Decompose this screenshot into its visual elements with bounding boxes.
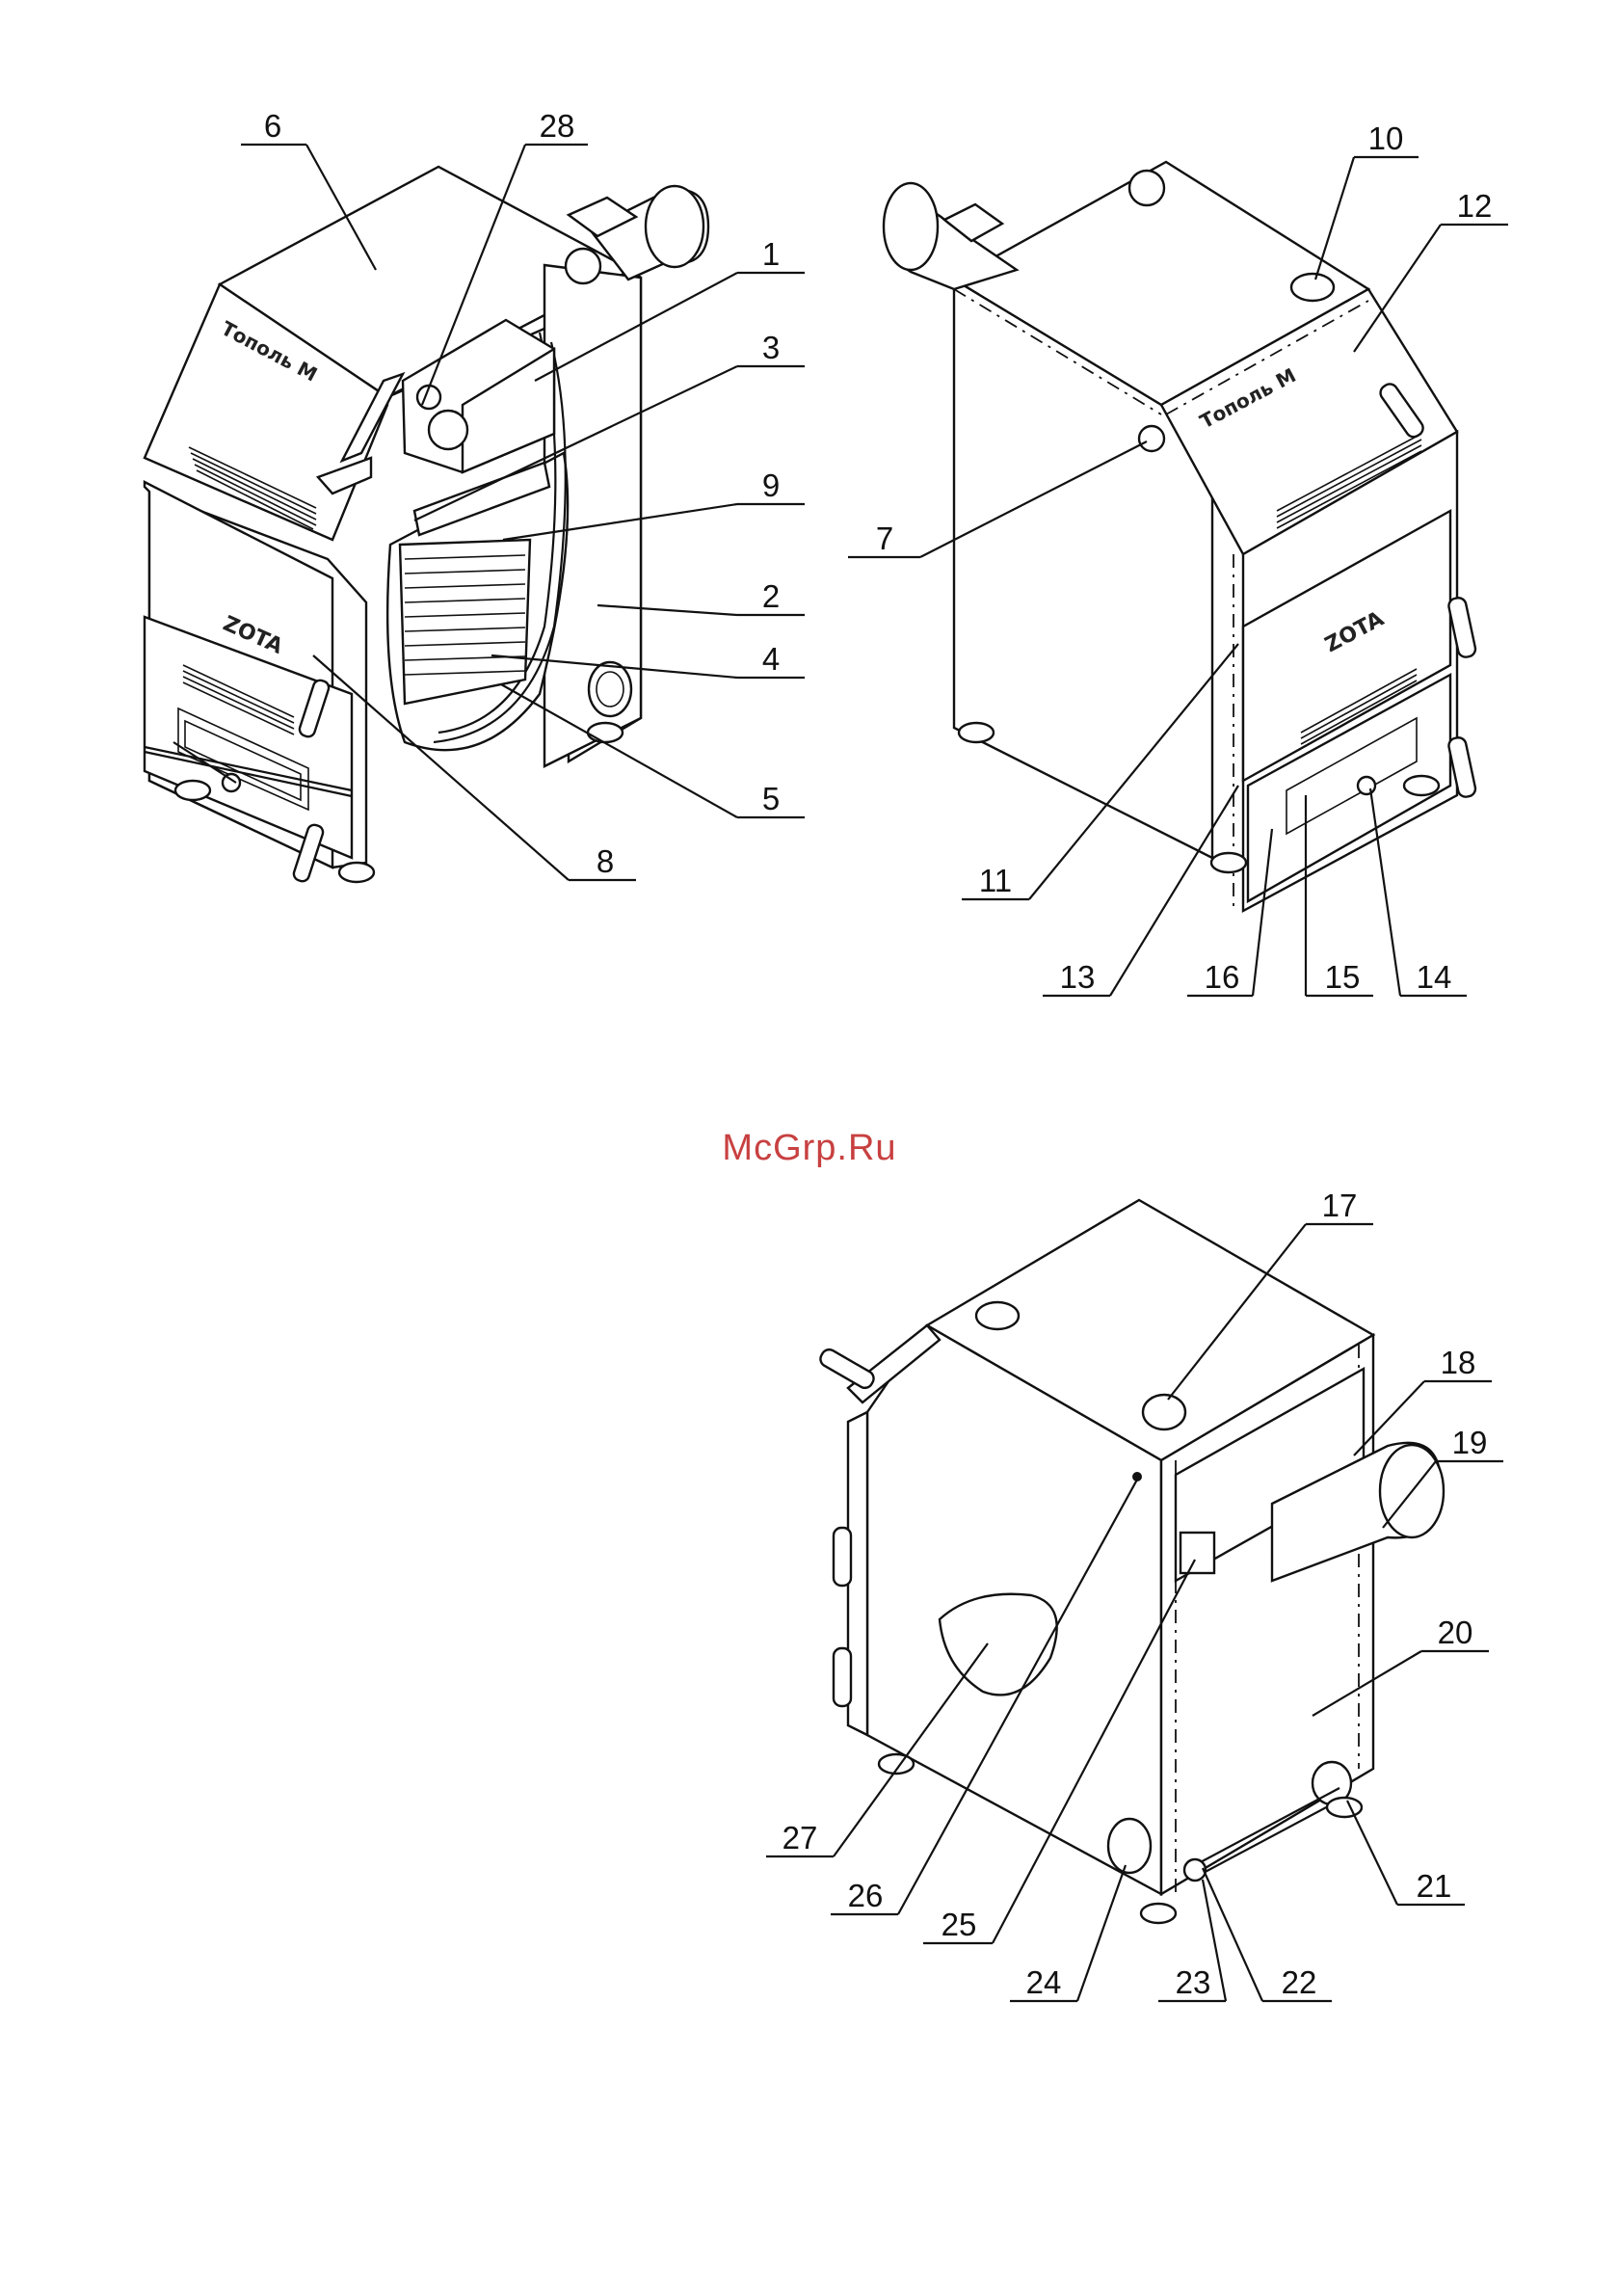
callout-number-6: 6 bbox=[264, 108, 281, 144]
callout-number-19: 19 bbox=[1452, 1425, 1488, 1460]
callout-number-22: 22 bbox=[1282, 1964, 1317, 2000]
socket-7 bbox=[1139, 426, 1164, 451]
callout-number-11: 11 bbox=[979, 863, 1012, 898]
callout-number-8: 8 bbox=[597, 843, 614, 879]
callout-number-16: 16 bbox=[1205, 959, 1240, 995]
callout-leader bbox=[1077, 1865, 1126, 2001]
callout-leader bbox=[1315, 157, 1354, 280]
watermark: McGrp.Ru bbox=[722, 1128, 896, 1168]
callout-number-10: 10 bbox=[1368, 120, 1404, 156]
callout-number-20: 20 bbox=[1438, 1615, 1473, 1650]
callout-number-13: 13 bbox=[1060, 959, 1096, 995]
callout-number-27: 27 bbox=[782, 1820, 818, 1855]
callout-number-12: 12 bbox=[1457, 188, 1493, 224]
view-front-right: Тополь М ZOTA bbox=[884, 162, 1476, 911]
callout-number-18: 18 bbox=[1441, 1345, 1476, 1380]
callout-number-14: 14 bbox=[1417, 959, 1452, 995]
callout-number-9: 9 bbox=[762, 467, 780, 503]
callout-number-15: 15 bbox=[1325, 959, 1361, 995]
callout-number-2: 2 bbox=[762, 578, 780, 614]
flue-pipe bbox=[566, 186, 708, 283]
callout-number-3: 3 bbox=[762, 330, 780, 365]
callout-number-26: 26 bbox=[848, 1878, 884, 1913]
callout-number-28: 28 bbox=[540, 108, 575, 144]
callout-number-23: 23 bbox=[1176, 1964, 1211, 2000]
view-front-left: Тополь М ZOTA bbox=[145, 167, 708, 883]
callout-number-7: 7 bbox=[876, 521, 893, 556]
callout-number-25: 25 bbox=[942, 1907, 977, 1942]
callout-number-5: 5 bbox=[762, 781, 780, 816]
callout-number-4: 4 bbox=[762, 641, 780, 677]
thermometer-10 bbox=[1291, 274, 1334, 301]
inlet-24 bbox=[1108, 1819, 1151, 1873]
callout-leader bbox=[1203, 1868, 1262, 2001]
pipe-17 bbox=[1143, 1395, 1185, 1429]
callout-number-1: 1 bbox=[762, 236, 780, 272]
callout-number-17: 17 bbox=[1322, 1188, 1358, 1223]
grate bbox=[400, 540, 530, 704]
logo-rear bbox=[976, 1302, 1019, 1329]
view-rear bbox=[818, 1200, 1444, 1923]
callout-number-24: 24 bbox=[1026, 1964, 1062, 2000]
callout-leader bbox=[1347, 1801, 1397, 1905]
callout-number-21: 21 bbox=[1417, 1868, 1452, 1904]
